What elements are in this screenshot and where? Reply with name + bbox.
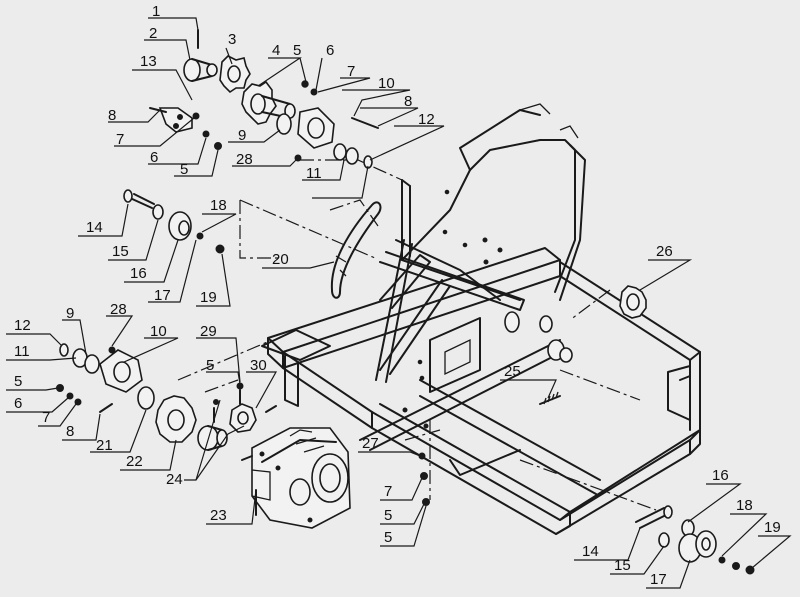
callout-8c: 8	[66, 423, 74, 440]
callout-29: 29	[200, 323, 217, 340]
callout-8b: 8	[108, 107, 116, 124]
chain-20	[330, 201, 382, 299]
callout-24: 24	[166, 471, 183, 488]
callout-20: 20	[272, 251, 289, 268]
callout-21: 21	[96, 437, 113, 454]
callout-5f: 5	[384, 529, 392, 546]
callout-3: 3	[228, 31, 236, 48]
callout-16b: 16	[712, 467, 729, 484]
assembly-lines	[177, 159, 657, 511]
upper-idler-assembly	[123, 189, 225, 254]
callout-19b: 19	[764, 519, 781, 536]
callout-18a: 18	[210, 197, 227, 214]
sprocket-26	[619, 285, 647, 319]
callout-19a: 19	[200, 289, 217, 306]
callout-12b: 12	[14, 317, 31, 334]
callout-6c: 6	[14, 395, 22, 412]
callout-5d: 5	[14, 373, 22, 390]
callout-13: 13	[140, 53, 157, 70]
callout-9a: 9	[238, 127, 246, 144]
spring-25	[539, 391, 561, 405]
callout-5e: 5	[384, 507, 392, 524]
callout-8a: 8	[404, 93, 412, 110]
callout-5c: 5	[206, 357, 214, 374]
callout-16a: 16	[130, 265, 147, 282]
callout-14a: 14	[86, 219, 103, 236]
callout-14b: 14	[582, 543, 599, 560]
callout-23: 23	[210, 507, 227, 524]
center-hardware	[418, 452, 430, 506]
callout-22: 22	[126, 453, 143, 470]
callout-12a: 12	[418, 111, 435, 128]
callout-7a: 7	[347, 63, 355, 80]
callout-28a: 28	[236, 151, 253, 168]
callout-17a: 17	[154, 287, 171, 304]
callout-10a: 10	[378, 75, 395, 92]
lower-right-idler	[635, 505, 755, 575]
callout-9b: 9	[66, 305, 74, 322]
callout-10b: 10	[150, 323, 167, 340]
callout-7d: 7	[384, 483, 392, 500]
callout-5a: 5	[293, 42, 301, 59]
callout-leaders	[6, 17, 792, 589]
callout-15b: 15	[614, 557, 631, 574]
callout-2: 2	[149, 25, 157, 42]
callout-6a: 6	[326, 42, 334, 59]
main-frame	[261, 103, 701, 535]
upper-sprocket-assembly	[149, 29, 379, 169]
callout-11b: 11	[14, 343, 30, 360]
callout-11a: 11	[306, 165, 322, 182]
callout-30: 30	[250, 357, 267, 374]
callout-28b: 28	[110, 301, 127, 318]
callout-15a: 15	[112, 243, 129, 260]
callout-6b: 6	[150, 149, 158, 166]
callout-1: 1	[152, 3, 160, 20]
lower-sprocket-assembly	[56, 343, 277, 451]
callout-7b: 7	[116, 131, 124, 148]
callout-17b: 17	[650, 571, 667, 588]
callout-7c: 7	[42, 409, 50, 426]
callout-5b: 5	[180, 161, 188, 178]
callout-18b: 18	[736, 497, 753, 514]
callout-27: 27	[362, 435, 379, 452]
gearbox-23	[241, 427, 351, 529]
callout-4: 4	[272, 42, 280, 59]
callout-labels: 1 2 3 4 5 6 7 10 8 12 13 8 7 6 5 9 28 11…	[14, 3, 781, 588]
callout-26: 26	[656, 243, 673, 260]
callout-25: 25	[504, 363, 521, 380]
